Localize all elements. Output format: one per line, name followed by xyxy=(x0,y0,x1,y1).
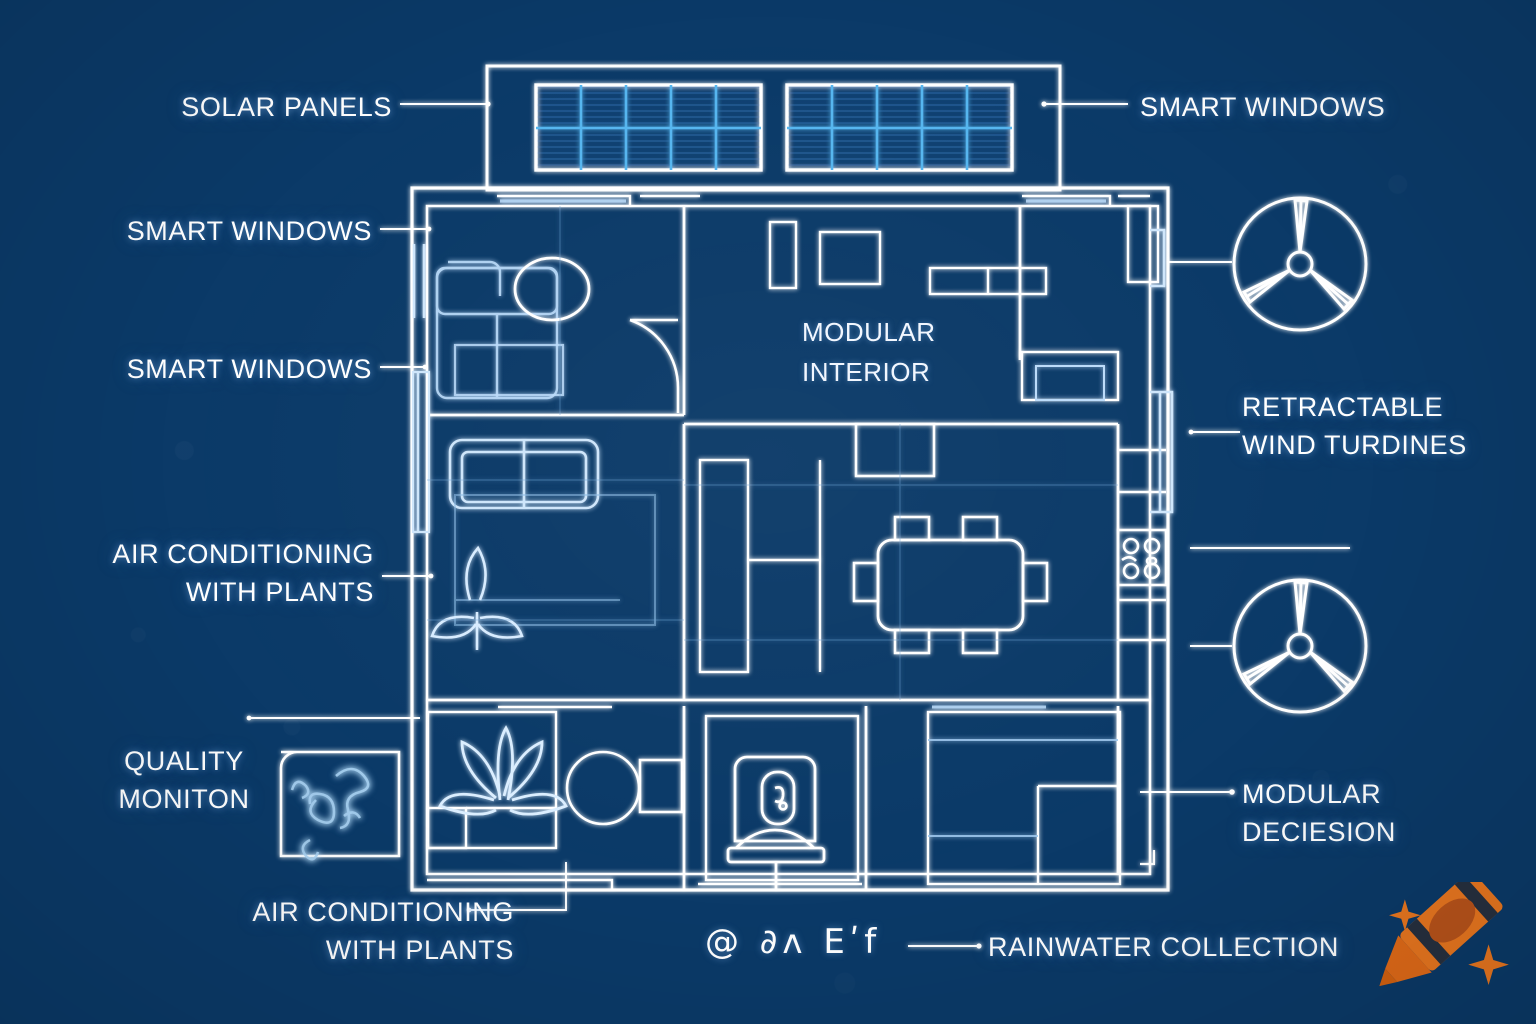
upper-cabinets xyxy=(928,204,1160,402)
quality-monitor-box xyxy=(279,750,401,858)
stove-cooktop xyxy=(1116,528,1168,587)
airflow-squiggles xyxy=(290,767,370,861)
garbled-glyph-text: @ ∂ᴧ Eʹf xyxy=(705,922,882,962)
crayon-icon xyxy=(1379,882,1503,987)
plant-icon-living xyxy=(430,545,524,650)
label-rainwater-collection[interactable]: RAINWATER COLLECTION xyxy=(988,932,1340,962)
right-windows xyxy=(1150,228,1174,514)
dining-chairs xyxy=(852,515,1049,655)
kitchen-counter-run xyxy=(1118,448,1166,642)
hall-furniture xyxy=(768,220,882,290)
top-wall-band xyxy=(497,194,1150,206)
label-air-conditioning-plants-1[interactable]: AIR CONDITIONING WITH PLANTS xyxy=(112,539,374,608)
label-retractable-wind-turbines[interactable]: RETRACTABLE WIND TURDINES xyxy=(1242,392,1467,461)
label-air-conditioning-plants-2[interactable]: AIR CONDITIONING WITH PLANTS xyxy=(252,897,514,966)
label-smart-windows-left-2[interactable]: SMART WINDOWS xyxy=(126,354,372,384)
interior-partitions xyxy=(427,206,1150,890)
left-windows xyxy=(411,244,431,534)
solar-panel-array-left xyxy=(534,83,763,172)
bathroom-fixture xyxy=(726,755,826,890)
living-room-rug xyxy=(454,494,656,626)
label-solar-panels[interactable]: SOLAR PANELS xyxy=(181,92,392,122)
utility-module xyxy=(926,710,1156,886)
leader-lines-left xyxy=(246,101,567,913)
bedroom-rug-oval xyxy=(513,256,591,322)
solar-panel-array-right xyxy=(785,83,1014,172)
crayon-logo xyxy=(1379,882,1509,987)
label-modular-interior: MODULAR INTERIOR xyxy=(802,317,936,388)
center-partition-block xyxy=(698,458,822,674)
bedroom-dresser xyxy=(453,343,565,397)
center-console xyxy=(854,422,936,478)
living-room-sofa xyxy=(448,438,600,510)
bottom-wall-band xyxy=(427,705,862,890)
plant-icon-large xyxy=(438,725,568,816)
roof-deck-outline xyxy=(485,64,1062,192)
bedroom-furniture xyxy=(435,260,559,400)
wind-turbine-icon-2 xyxy=(1232,578,1368,714)
construction-guides xyxy=(427,206,1118,700)
label-smart-windows-right[interactable]: SMART WINDOWS xyxy=(1140,92,1386,122)
outer-wall-envelope xyxy=(410,186,1170,892)
sparkle-icon-2 xyxy=(1468,944,1509,985)
label-smart-windows-left-1[interactable]: SMART WINDOWS xyxy=(126,216,372,246)
wind-turbine-icon-1 xyxy=(1232,196,1368,332)
plant-pot-module xyxy=(426,710,558,850)
door-swing xyxy=(629,318,680,413)
label-modular-decision[interactable]: MODULAR DECIESION xyxy=(1242,779,1396,848)
label-quality-monitor[interactable]: QUALITY MONITON xyxy=(118,746,250,815)
sparkle-icon-1 xyxy=(1389,899,1421,932)
leader-lines-right xyxy=(908,66,1350,949)
bathroom-room-outline xyxy=(704,714,860,882)
circle-fixture xyxy=(565,750,684,826)
